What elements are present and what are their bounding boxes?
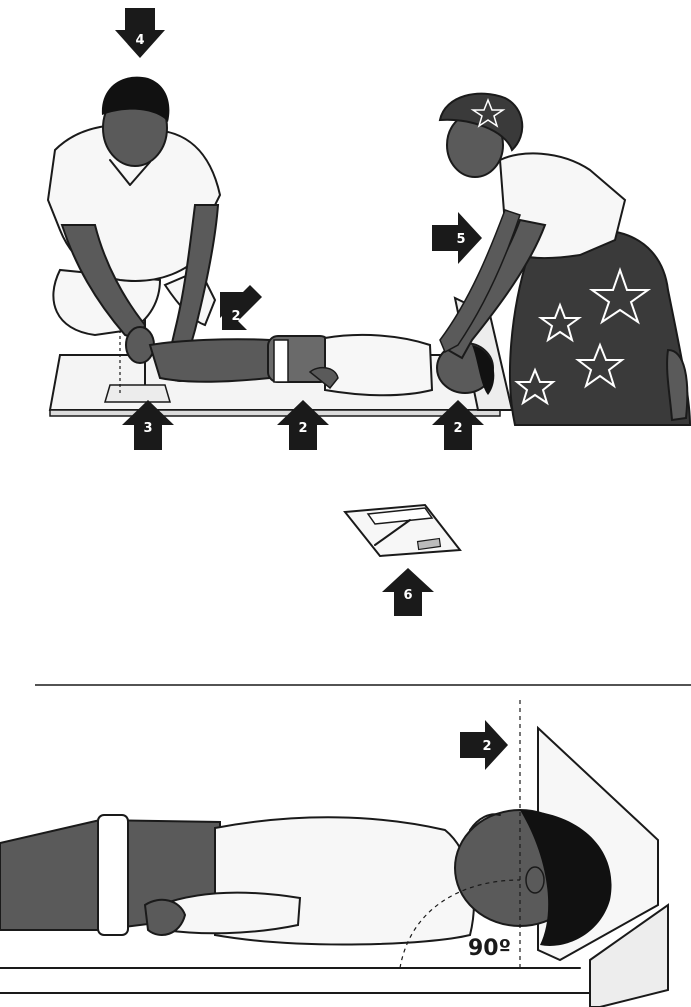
arrow-label: 6 <box>403 588 412 603</box>
arrow-label: 2 <box>298 421 307 436</box>
arrow-6: 6 <box>382 568 434 616</box>
arrow-label: 4 <box>135 33 144 48</box>
arrow-label: 2 <box>453 421 462 436</box>
lower-panel: 90º 2 <box>0 700 691 1007</box>
footpiece-detail: 6 <box>345 505 460 616</box>
arrow-5: 5 <box>432 212 482 264</box>
measurer-man <box>48 77 220 381</box>
upper-panel: 4 2 5 3 2 2 <box>48 8 690 450</box>
arrow-2-closeup: 2 <box>460 720 508 770</box>
arrow-2-diagonal: 2 <box>220 285 262 330</box>
angle-label: 90º <box>468 936 511 961</box>
arrow-label: 5 <box>456 232 465 247</box>
arrow-4: 4 <box>115 8 165 58</box>
arrow-label: 3 <box>143 421 152 436</box>
arrow-label: 2 <box>482 739 491 754</box>
arrow-label: 2 <box>231 309 240 324</box>
